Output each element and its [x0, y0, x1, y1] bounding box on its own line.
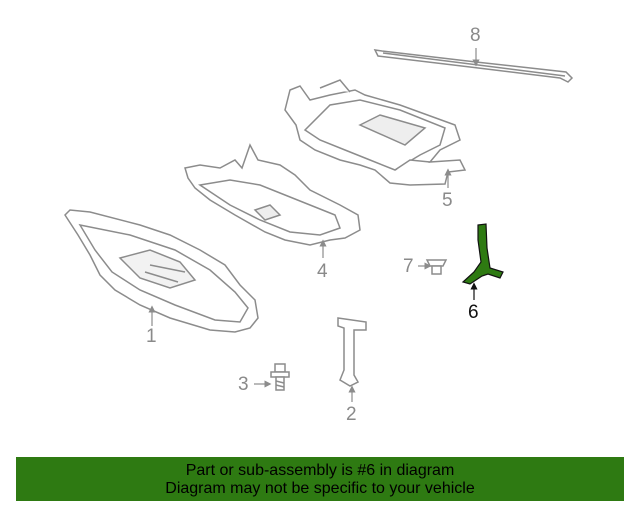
banner-line-2: Diagram may not be specific to your vehi… — [165, 480, 475, 497]
part-1-splash-shield[interactable] — [64, 209, 259, 333]
banner-line-1: Part or sub-assembly is #6 in diagram — [185, 462, 455, 479]
part-4-center-shield[interactable] — [184, 143, 361, 246]
part-2-support[interactable] — [337, 317, 367, 387]
callout-5[interactable]: 5 — [442, 190, 453, 211]
callout-1[interactable]: 1 — [146, 326, 157, 347]
diagram-notice-banner: Part or sub-assembly is #6 in diagram Di… — [16, 457, 624, 501]
callout-8[interactable]: 8 — [470, 25, 481, 46]
parts-diagram — [64, 48, 574, 402]
part-6-bracket[interactable] — [461, 223, 504, 285]
part-7-clip[interactable] — [425, 259, 448, 275]
part-3-bolt[interactable] — [270, 363, 290, 391]
callout-2[interactable]: 2 — [346, 404, 357, 425]
callout-3[interactable]: 3 — [238, 374, 249, 395]
callout-6[interactable]: 6 — [468, 302, 479, 323]
callout-7[interactable]: 7 — [403, 256, 414, 277]
callout-4[interactable]: 4 — [317, 261, 328, 282]
part-5-engine-shield[interactable] — [284, 79, 467, 186]
part-8-crossbar[interactable] — [373, 49, 574, 83]
